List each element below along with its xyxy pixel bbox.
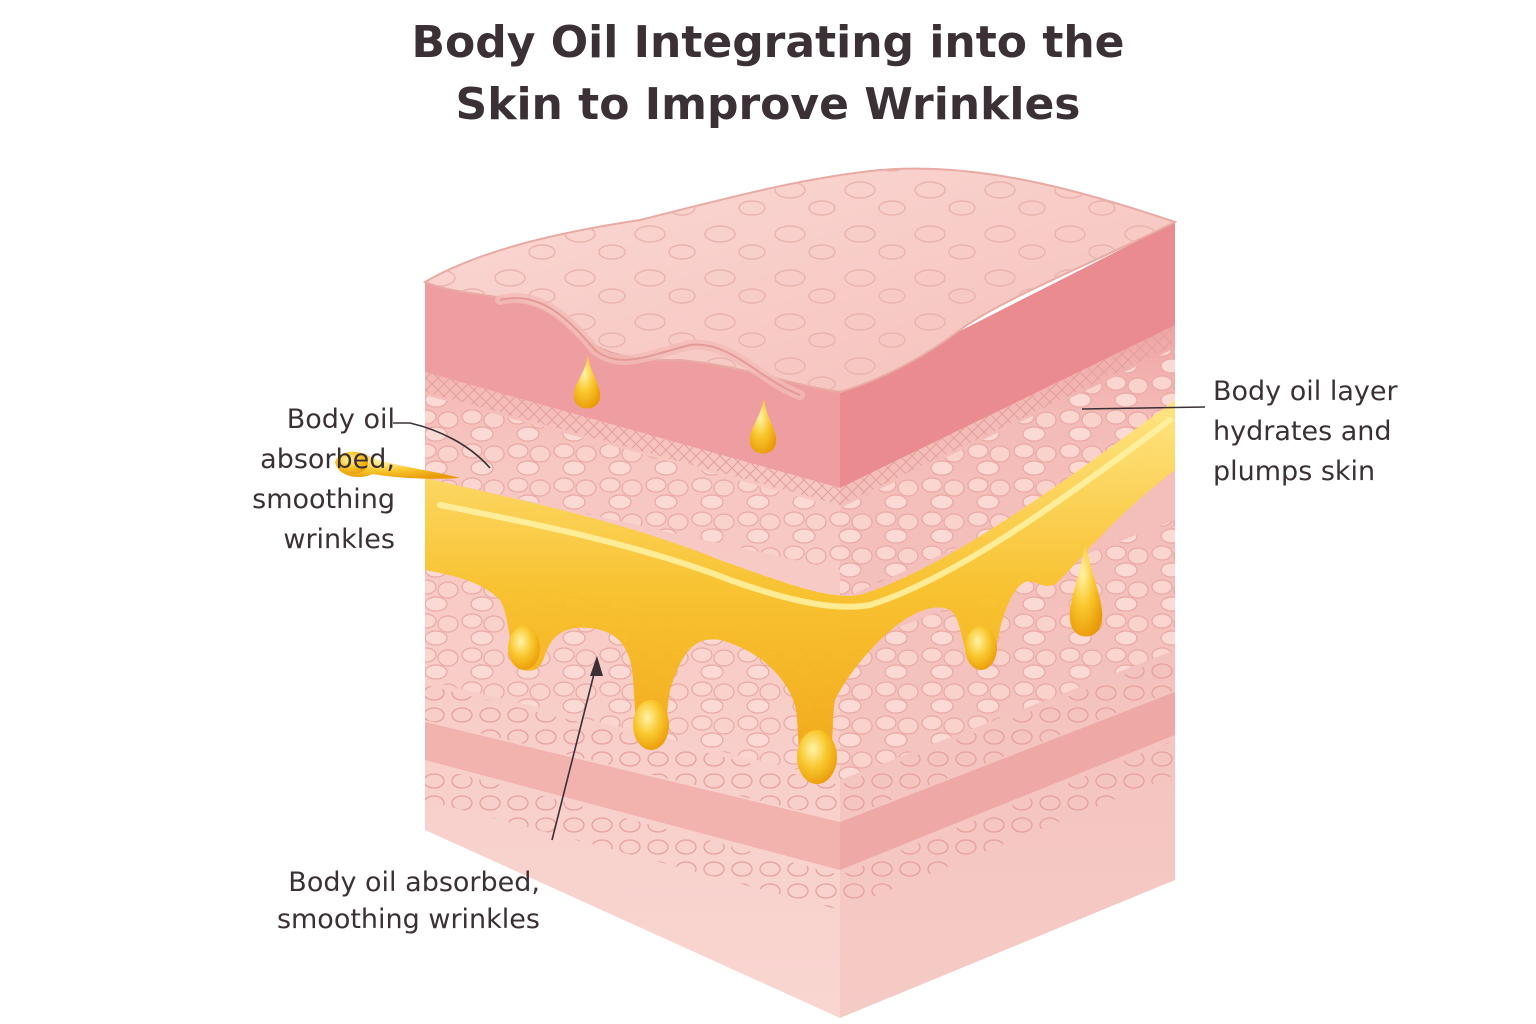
label-oil-absorbed-bottom: Body oil absorbed, smoothing wrinkles bbox=[230, 864, 540, 938]
oil-droplet bbox=[749, 398, 777, 454]
oil-drip bbox=[633, 700, 669, 750]
label-bottom-line-1: Body oil absorbed, bbox=[288, 867, 540, 898]
oil-drip bbox=[508, 626, 540, 670]
title-line-2: Skin to Improve Wrinkles bbox=[455, 79, 1081, 130]
label-left-line-1: Body oil bbox=[286, 404, 395, 435]
leader-lines bbox=[393, 406, 1206, 841]
label-right-line-3: plumps skin bbox=[1213, 456, 1376, 487]
label-left-line-3: smoothing bbox=[252, 484, 395, 515]
surface-oil-drops bbox=[573, 355, 777, 454]
skin-surface bbox=[422, 167, 1178, 400]
arrow-head bbox=[590, 656, 603, 676]
oil-drip bbox=[1069, 540, 1103, 637]
label-bottom-line-2: smoothing wrinkles bbox=[276, 904, 540, 935]
label-right-line-1: Body oil layer bbox=[1213, 376, 1398, 407]
label-left-line-2: absorbed, bbox=[260, 444, 395, 475]
label-right-line-2: hydrates and bbox=[1213, 416, 1392, 447]
leader-line-bottom bbox=[551, 661, 598, 841]
diagram-title: Body Oil Integrating into the Skin to Im… bbox=[0, 12, 1536, 136]
leader-line-right bbox=[1081, 406, 1206, 410]
body-oil-layer bbox=[425, 400, 1175, 784]
floating-oil-droplet bbox=[335, 451, 460, 479]
side-face bbox=[840, 222, 1175, 1018]
oil-droplet bbox=[573, 355, 601, 409]
label-left-line-4: wrinkles bbox=[283, 524, 395, 555]
oil-drip bbox=[965, 626, 997, 670]
leader-line-left bbox=[393, 422, 491, 469]
label-oil-absorbed-left: Body oil absorbed, smoothing wrinkles bbox=[100, 400, 395, 560]
title-line-1: Body Oil Integrating into the bbox=[411, 17, 1125, 68]
label-oil-layer-right: Body oil layer hydrates and plumps skin bbox=[1213, 372, 1398, 492]
oil-drip bbox=[797, 730, 837, 784]
